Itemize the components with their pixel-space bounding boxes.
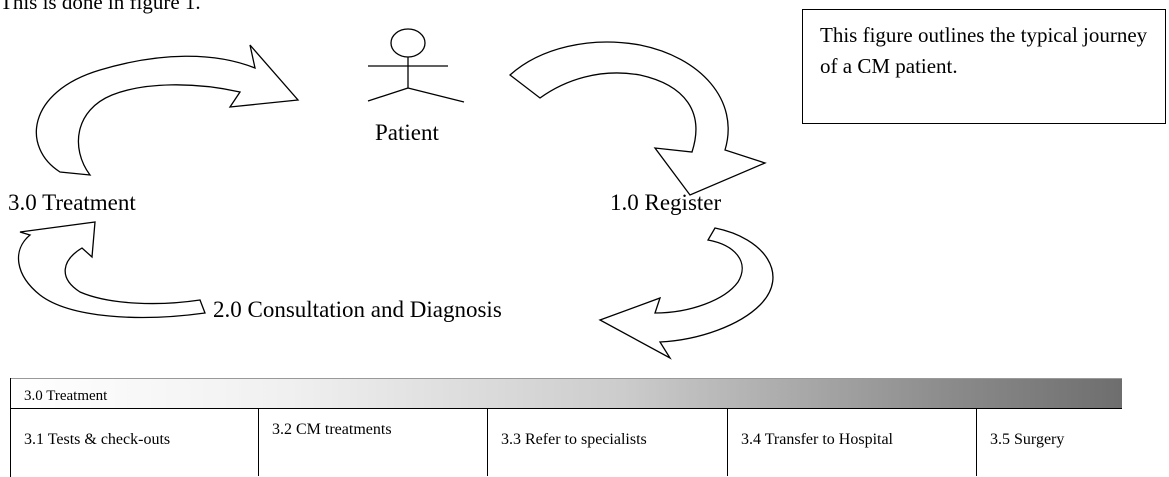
journey-diagram: [17, 28, 774, 360]
table-row: 3.1 Tests & check-outs 3.2 CM treatments…: [11, 409, 1122, 476]
node-register: 1.0 Register: [610, 190, 722, 215]
table-cell: 3.5 Surgery: [990, 431, 1065, 448]
arrow-patient-to-register: [508, 41, 767, 196]
table-cell: 3.2 CM treatments: [259, 409, 488, 476]
table-cell: 3.1 Tests & check-outs: [11, 409, 259, 476]
table-cell: 3.4 Transfer to Hospital: [728, 409, 977, 476]
stick-figure-icon: [367, 28, 465, 103]
table-header: 3.0 Treatment: [11, 378, 1122, 409]
intro-text: This is done in figure 1.: [0, 0, 201, 14]
note-box: This figure outlines the typical journey…: [802, 9, 1166, 124]
node-patient: Patient: [375, 120, 439, 145]
arrow-treatment-to-patient: [35, 44, 300, 176]
node-consultation: 2.0 Consultation and Diagnosis: [213, 297, 502, 322]
arrow-consultation-to-treatment: [17, 221, 206, 319]
treatment-table: 3.0 Treatment 3.1 Tests & check-outs 3.2…: [10, 378, 1122, 477]
node-treatment: 3.0 Treatment: [8, 190, 136, 215]
arrow-register-to-consultation: [598, 227, 774, 360]
table-cell: 3.3 Refer to specialists: [488, 409, 728, 476]
